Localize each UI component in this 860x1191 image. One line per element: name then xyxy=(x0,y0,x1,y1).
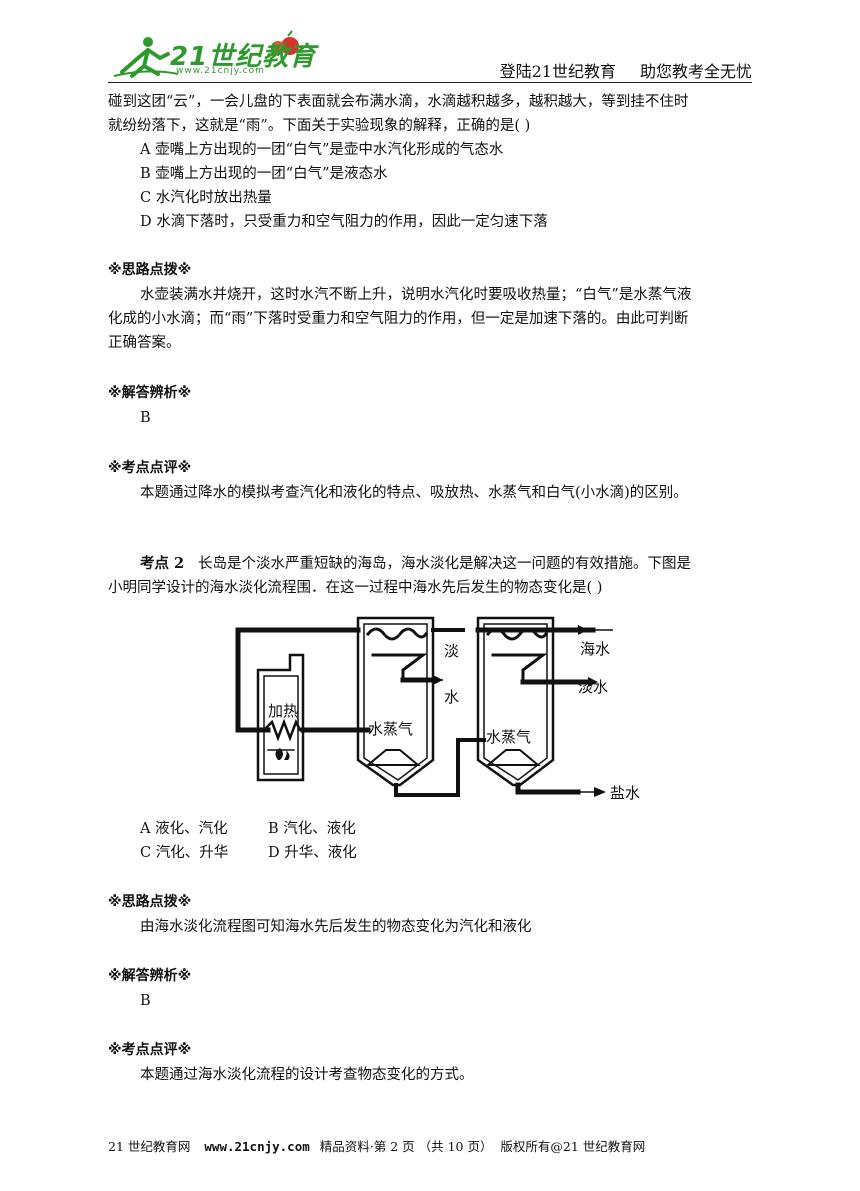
q1-hint-line: 水壶装满水并烧开，这时水汽不断上升，说明水汽化时要吸收热量；“白气”是水蒸气液 xyxy=(140,287,692,303)
q1-option-a: A 壶嘴上方出现的一团“白气”是壶中水汽化形成的气态水 xyxy=(140,142,504,158)
logo-text: 21世纪教育 xyxy=(170,42,317,72)
slogan-help: 助您教考全无忧 xyxy=(639,62,752,81)
q2-option-b: B 汽化、液化 xyxy=(268,821,356,837)
q1-text-line: 碰到这团“云”，一会儿盘的下表面就会布满水滴，水滴越积越多，越积越大，等到挂不住… xyxy=(108,94,689,110)
label-seawater: 海水 xyxy=(580,640,610,658)
header-slogan: 登陆21世纪教育 助您教考全无忧 xyxy=(476,58,752,82)
footer-site: 21 世纪教育网 xyxy=(108,1139,191,1154)
logo-url: www.21cnjy.com xyxy=(176,66,265,76)
q1-text-line: 就纷纷落下，这就是“雨”。下面关于实验现象的解释，正确的是( ) xyxy=(108,118,531,134)
q2-review-title: ※考点点评※ xyxy=(108,1042,192,1058)
label-fresh-vertical-1: 淡 xyxy=(444,642,459,660)
label-freshwater: 淡水 xyxy=(578,678,608,696)
site-logo xyxy=(108,28,308,82)
q2-hint: 由海水淡化流程图可知海水先后发生的物态变化为汽化和液化 xyxy=(140,919,532,935)
q1-option-b: B 壶嘴上方出现的一团“白气”是液态水 xyxy=(140,166,388,182)
q1-review: 本题通过降水的模拟考查汽化和液化的特点、吸放热、水蒸气和白气(小水滴)的区别。 xyxy=(140,485,688,501)
label-steam-2: 水蒸气 xyxy=(486,728,531,746)
q1-option-c: C 水汽化时放出热量 xyxy=(140,190,272,206)
flame-icon xyxy=(275,748,290,760)
header-divider xyxy=(108,82,752,83)
runner-logo-icon xyxy=(113,30,299,78)
footer-page: 精品资料·第 2 页 （共 10 页） xyxy=(319,1139,493,1154)
q2-stem-line: 考点 2 长岛是个淡水严重短缺的海岛，海水淡化是解决这一问题的有效措施。下图是 xyxy=(140,552,756,576)
q2-answer-title: ※解答辨析※ xyxy=(108,968,192,984)
q2-stem-text: 长岛是个淡水严重短缺的海岛，海水淡化是解决这一问题的有效措施。下图是 xyxy=(197,556,691,572)
q2-answer: B xyxy=(140,993,151,1009)
page-footer: 21 世纪教育网 www.21cnjy.com 精品资料·第 2 页 （共 10 页… xyxy=(108,1136,645,1155)
label-brine: 盐水 xyxy=(610,784,640,802)
q2-options-row: C 汽化、升华 D 升华、液化 xyxy=(140,841,756,865)
q1-answer-title: ※解答辨析※ xyxy=(108,385,192,401)
q1-hint-line: 化成的小水滴；而“雨”下落时受重力和空气阻力的作用，但一定是加速下落的。由此可判… xyxy=(108,311,689,327)
footer-copyright: 版权所有@21 世纪教育网 xyxy=(500,1139,646,1154)
q2-hint-title: ※思路点拨※ xyxy=(108,894,192,910)
footer-url: www.21cnjy.com xyxy=(204,1139,310,1154)
label-heating: 加热 xyxy=(268,702,298,720)
slogan-login: 登陆21世纪教育 xyxy=(499,62,616,81)
q2-option-d: D 升华、液化 xyxy=(268,845,357,861)
q1-hint-line: 正确答案。 xyxy=(108,335,181,351)
q2-label: 考点 2 xyxy=(140,555,185,572)
label-steam-1: 水蒸气 xyxy=(368,720,413,738)
label-fresh-vertical-2: 水 xyxy=(444,688,459,706)
q2-option-c: C 汽化、升华 xyxy=(140,845,229,861)
q2-stem-line: 小明同学设计的海水淡化流程围．在这一过程中海水先后发生的物态变化是( ) xyxy=(108,580,603,596)
q1-review-title: ※考点点评※ xyxy=(108,460,192,476)
arrow-icon xyxy=(588,677,598,687)
q2-review: 本题通过海水淡化流程的设计考查物态变化的方式。 xyxy=(140,1067,474,1083)
q2-option-a: A 液化、汽化 xyxy=(140,821,228,837)
q1-hint-title: ※思路点拨※ xyxy=(108,262,192,278)
q1-option-d: D 水滴下落时，只受重力和空气阻力的作用，因此一定匀速下落 xyxy=(140,214,548,230)
q2-options-row: A 液化、汽化 B 汽化、液化 xyxy=(140,817,756,841)
q1-answer: B xyxy=(140,410,151,426)
desalination-diagram: 加热 水蒸气 水蒸气 淡 水 海水 淡水 盐水 xyxy=(235,616,640,802)
